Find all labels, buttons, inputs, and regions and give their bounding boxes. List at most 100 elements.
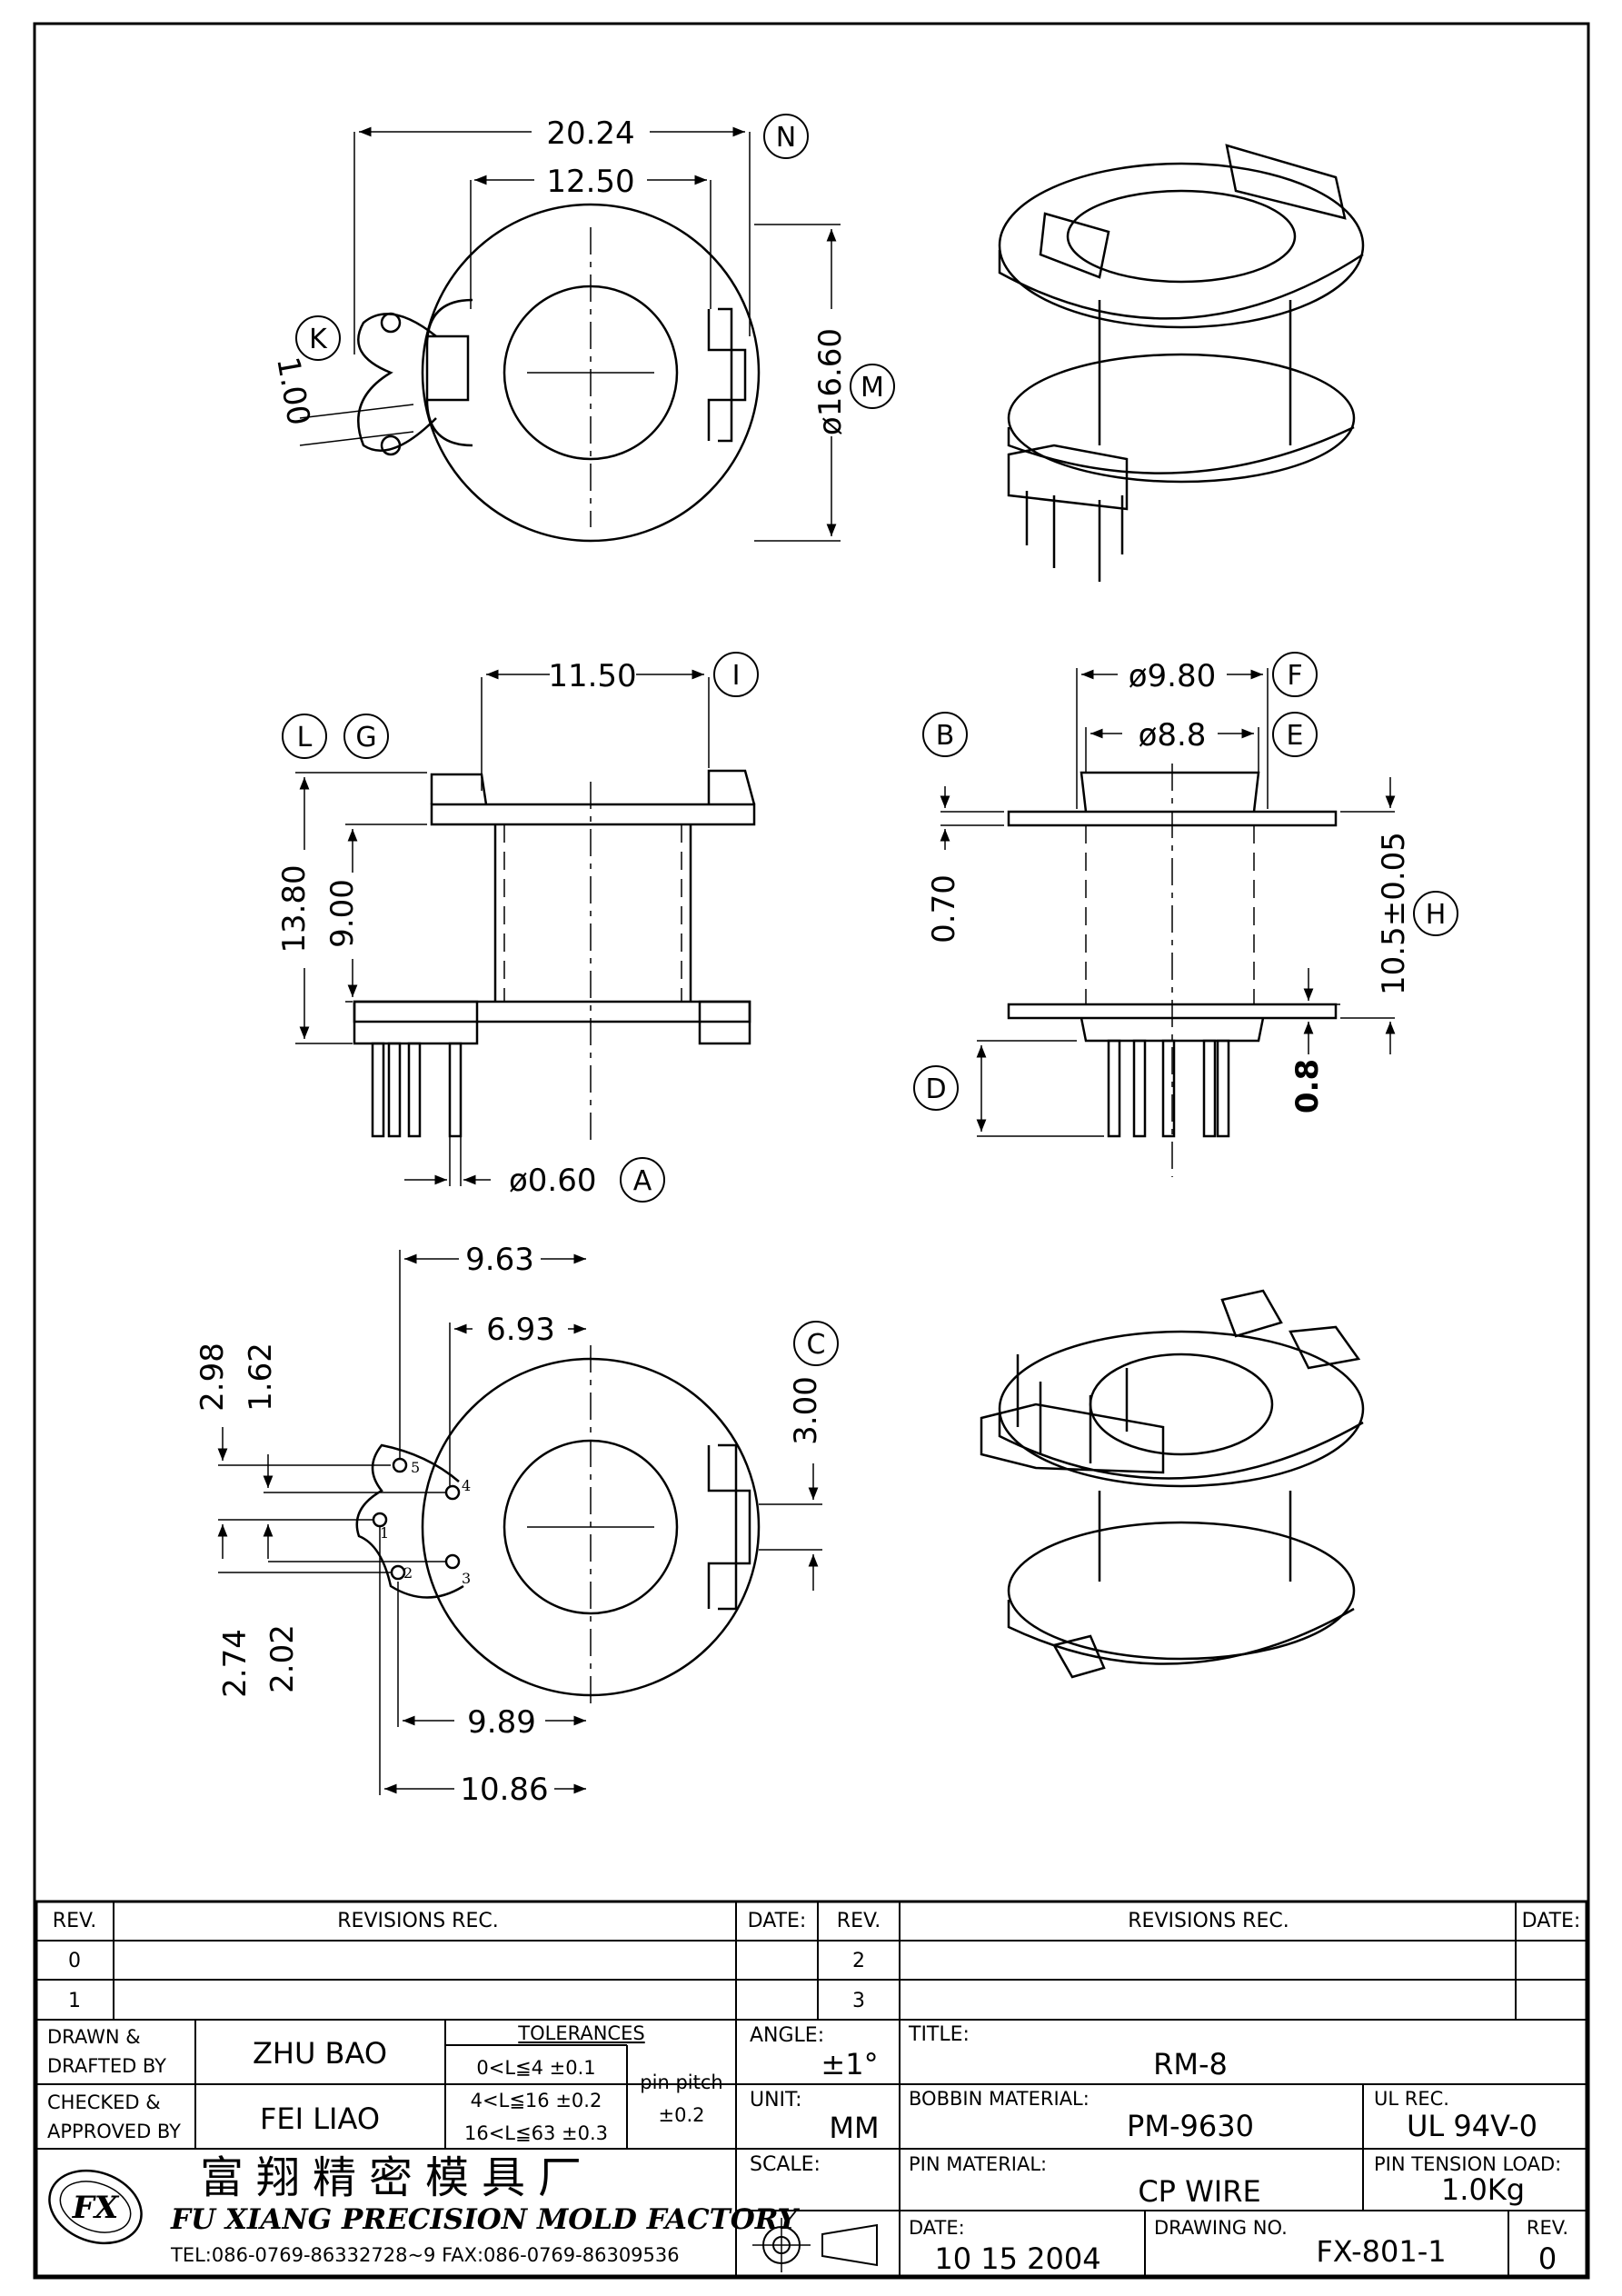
pin-pitch-label: pin pitch bbox=[640, 2071, 722, 2093]
rev-row-1: 1 bbox=[68, 1990, 81, 2012]
dim-top-20-24: 20.24 bbox=[546, 115, 634, 152]
svg-text:I: I bbox=[732, 660, 741, 692]
dim-front-9-00: 9.00 bbox=[324, 879, 361, 948]
dim-bottom-10-86: 10.86 bbox=[460, 1772, 548, 1808]
drawn-by: ZHU BAO bbox=[253, 2036, 387, 2071]
iso-view-top bbox=[998, 144, 1365, 582]
dim-side-0-8: 0.8 bbox=[1289, 1059, 1326, 1113]
revisions-header-left: REVISIONS REC. bbox=[337, 1910, 498, 1932]
dim-top-12-50: 12.50 bbox=[546, 164, 634, 200]
rev-row-2: 2 bbox=[852, 1950, 865, 1972]
date-header-right: DATE: bbox=[1522, 1910, 1581, 1932]
bottom-view bbox=[217, 1250, 822, 1795]
ref-f-marker: F bbox=[1272, 652, 1318, 697]
tolerance-row-3: 16<L≦63 ±0.3 bbox=[464, 2122, 608, 2144]
bobbin-material-value: PM-9630 bbox=[1127, 2109, 1254, 2143]
pin-label-2: 2 bbox=[403, 1564, 413, 1582]
rev-header-right: REV. bbox=[837, 1910, 881, 1932]
checked-label-2: APPROVED BY bbox=[47, 2121, 181, 2142]
svg-text:M: M bbox=[861, 372, 884, 404]
svg-text:L: L bbox=[297, 722, 313, 754]
tolerance-row-2: 4<L≦16 ±0.2 bbox=[471, 2090, 602, 2111]
pin-pitch-value: ±0.2 bbox=[659, 2104, 705, 2126]
dim-bottom-2-98: 2.98 bbox=[194, 1343, 231, 1412]
drawing-no-value: FX-801-1 bbox=[1316, 2234, 1446, 2269]
dim-bottom-9-63: 9.63 bbox=[465, 1242, 534, 1278]
ul-rec-label: UL REC. bbox=[1374, 2088, 1449, 2110]
pin-material-value: CP WIRE bbox=[1138, 2174, 1260, 2209]
pin-label-3: 3 bbox=[462, 1570, 471, 1587]
rev-value: 0 bbox=[1538, 2241, 1557, 2276]
ul-rec-value: UL 94V-0 bbox=[1407, 2109, 1537, 2143]
pin-material-label: PIN MATERIAL: bbox=[909, 2153, 1047, 2175]
dim-side-0-70: 0.70 bbox=[926, 874, 962, 943]
rev-label: REV. bbox=[1527, 2217, 1568, 2239]
company-contact: TEL:086-0769-86332728~9 FAX:086-0769-863… bbox=[170, 2244, 680, 2266]
dim-side-10-5: 10.5±0.05 bbox=[1376, 832, 1412, 995]
svg-text:H: H bbox=[1426, 899, 1447, 931]
sheet-border bbox=[33, 22, 1590, 2280]
svg-text:F: F bbox=[1287, 660, 1302, 692]
bobbin-material-label: BOBBIN MATERIAL: bbox=[909, 2088, 1090, 2110]
dim-side-dia-8-8: ø8.8 bbox=[1139, 717, 1207, 754]
drawing-no-label: DRAWING NO. bbox=[1154, 2217, 1288, 2239]
title-value: RM-8 bbox=[1153, 2047, 1228, 2081]
title-label: TITLE: bbox=[908, 2023, 970, 2046]
svg-text:G: G bbox=[355, 722, 376, 754]
pin-label-5: 5 bbox=[411, 1459, 420, 1476]
svg-text:D: D bbox=[925, 1073, 946, 1105]
top-view bbox=[299, 126, 841, 543]
dim-top-dia-16-60: ø16.60 bbox=[812, 328, 849, 435]
side-view bbox=[940, 668, 1396, 1177]
ref-d-marker: D bbox=[913, 1065, 959, 1111]
ref-n-marker: N bbox=[763, 114, 809, 159]
ref-k-marker: K bbox=[295, 315, 341, 361]
revisions-header-right: REVISIONS REC. bbox=[1128, 1910, 1289, 1932]
dim-bottom-3-00: 3.00 bbox=[788, 1376, 824, 1445]
date-value: 10 15 2004 bbox=[934, 2241, 1100, 2276]
tolerance-row-1: 0<L≦4 ±0.1 bbox=[476, 2057, 595, 2079]
tolerances-label: TOLERANCES bbox=[517, 2022, 644, 2044]
svg-text:B: B bbox=[936, 720, 955, 752]
ref-i-marker: I bbox=[713, 652, 759, 697]
rev-header-left: REV. bbox=[53, 1910, 96, 1932]
company-name-english: FU XIANG PRECISION MOLD FACTORY bbox=[170, 2203, 801, 2236]
pin-label-1: 1 bbox=[380, 1524, 389, 1542]
rev-row-3: 3 bbox=[852, 1990, 865, 2012]
pin-tension-value: 1.0Kg bbox=[1441, 2172, 1525, 2207]
dim-side-dia-9-80: ø9.80 bbox=[1129, 658, 1217, 694]
ref-a-marker: A bbox=[620, 1157, 665, 1203]
angle-label: ANGLE: bbox=[750, 2024, 824, 2047]
front-view bbox=[295, 669, 756, 1186]
dim-bottom-9-89: 9.89 bbox=[467, 1704, 536, 1741]
ref-g-marker: G bbox=[343, 714, 389, 759]
iso-view-bottom bbox=[980, 1289, 1365, 1679]
ref-b-marker: B bbox=[922, 712, 968, 757]
date-label: DATE: bbox=[909, 2217, 965, 2239]
angle-value: ±1° bbox=[821, 2047, 878, 2081]
dim-front-11-50: 11.50 bbox=[548, 658, 636, 694]
pin-labels: 5 4 1 2 3 bbox=[380, 1459, 471, 1587]
projection-symbol bbox=[752, 2218, 878, 2272]
pin-tension-label: PIN TENSION LOAD: bbox=[1374, 2153, 1561, 2175]
dim-top-1-00: 1.00 bbox=[269, 354, 317, 428]
svg-text:E: E bbox=[1287, 720, 1304, 752]
company-logo: FX bbox=[48, 2169, 143, 2245]
ref-e-marker: E bbox=[1272, 712, 1318, 757]
ref-c-marker: C bbox=[793, 1321, 839, 1366]
title-block bbox=[35, 1900, 1588, 2278]
svg-text:K: K bbox=[309, 324, 328, 355]
svg-text:N: N bbox=[776, 122, 796, 154]
ref-m-marker: M bbox=[850, 364, 895, 409]
checked-label-1: CHECKED & bbox=[47, 2091, 161, 2113]
unit-value: MM bbox=[829, 2111, 879, 2145]
svg-text:FX: FX bbox=[72, 2190, 120, 2226]
dim-bottom-1-62: 1.62 bbox=[243, 1343, 279, 1412]
svg-text:C: C bbox=[807, 1329, 826, 1361]
date-header-left: DATE: bbox=[748, 1910, 807, 1932]
scale-label: SCALE: bbox=[750, 2153, 821, 2176]
drawn-label-2: DRAFTED BY bbox=[47, 2055, 166, 2077]
dim-front-dia-0-60: ø0.60 bbox=[509, 1163, 597, 1199]
dim-bottom-2-02: 2.02 bbox=[264, 1624, 301, 1693]
